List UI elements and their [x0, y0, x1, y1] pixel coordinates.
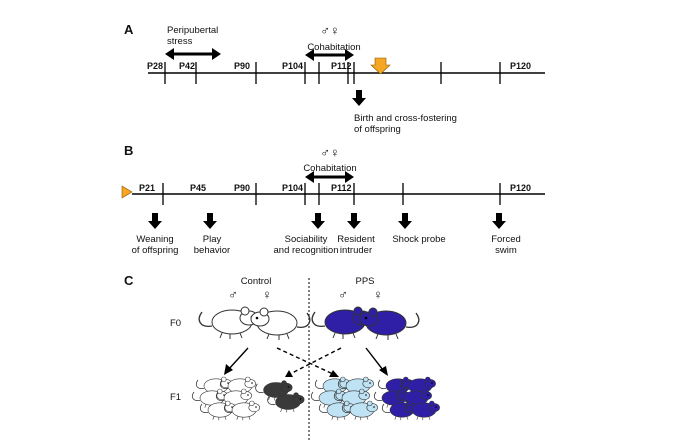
birth-label-line2: of offspring — [354, 124, 401, 135]
panel-c: C Control PPS ♂ ♀ ♂ ♀ F0 F1 — [124, 273, 440, 440]
stress-label-line2: stress — [167, 36, 193, 47]
f0-label: F0 — [170, 318, 181, 329]
event-weaning-line1: Weaning — [136, 234, 173, 245]
lineage-arrows — [224, 347, 388, 377]
f1-cross-lightblue-litter — [310, 376, 378, 421]
event-resident-line1: Resident — [337, 234, 375, 245]
tick-a-p28: P28 — [147, 61, 163, 71]
f1-control-litter — [191, 376, 260, 421]
stress-range-arrow — [165, 48, 221, 60]
f0-pps-female-mouse — [359, 307, 420, 341]
stress-label-line1: Peripubertal — [167, 25, 218, 36]
cohab-b-range-arrow — [305, 171, 354, 183]
play-arrow-icon — [203, 213, 217, 229]
pps-male-symbol: ♂ — [338, 287, 348, 302]
f1-cross-dark-litter — [255, 380, 305, 413]
panel-b: B P21 P45 P90 P104 P112 P120 ♂♀ Cohabita… — [121, 143, 545, 256]
cohab-a-symbol: ♂♀ — [320, 23, 340, 38]
panel-b-letter: B — [124, 143, 133, 158]
resident-arrow-icon — [347, 213, 361, 229]
f1-pps-litter — [373, 376, 440, 421]
event-play-line2: behavior — [194, 245, 230, 256]
timeline-a-ticks — [164, 62, 501, 84]
tick-b-p90: P90 — [234, 183, 250, 193]
event-shock-line1: Shock probe — [392, 234, 445, 245]
cohab-a-range-arrow — [305, 49, 354, 61]
tick-b-p120: P120 — [510, 183, 531, 193]
panel-c-letter: C — [124, 273, 134, 288]
tick-b-p112: P112 — [331, 183, 352, 193]
tick-a-p120: P120 — [510, 61, 531, 71]
pps-female-symbol: ♀ — [373, 287, 383, 302]
weaning-arrow-icon — [148, 213, 162, 229]
control-male-symbol: ♂ — [228, 287, 238, 302]
tick-a-p112: P112 — [331, 61, 352, 71]
event-sociability-line2: and recognition — [274, 245, 339, 256]
event-swim-line1: Forced — [491, 234, 521, 245]
birth-label-line1: Birth and cross-fostering — [354, 113, 457, 124]
orange-marker-right-icon — [121, 185, 133, 199]
timeline-b-ticks — [162, 183, 501, 205]
birth-arrow-icon — [352, 90, 366, 106]
tick-a-p104: P104 — [282, 61, 303, 71]
tick-a-p90: P90 — [234, 61, 250, 71]
event-resident-line2: intruder — [340, 245, 372, 256]
f0-control-female-mouse — [250, 307, 311, 341]
swim-arrow-icon — [492, 213, 506, 229]
cohab-a-label: Cohabitation — [307, 42, 360, 53]
orange-marker-down-icon — [370, 57, 391, 75]
pps-label: PPS — [355, 276, 374, 287]
tick-b-p104: P104 — [282, 183, 303, 193]
tick-b-p45: P45 — [190, 183, 206, 193]
f0-control-male-mouse — [198, 306, 259, 340]
f1-label: F1 — [170, 392, 181, 403]
cohab-b-label: Cohabitation — [303, 163, 356, 174]
panel-a: A P28 P42 P90 P104 P112 P120 Peripuberta… — [124, 22, 545, 135]
event-weaning-line2: of offspring — [132, 245, 179, 256]
tick-b-p21: P21 — [139, 183, 155, 193]
event-sociability-line1: Sociability — [285, 234, 328, 245]
event-play-line1: Play — [203, 234, 222, 245]
control-label: Control — [241, 276, 272, 287]
sociability-arrow-icon — [311, 213, 325, 229]
panel-a-letter: A — [124, 22, 134, 37]
event-swim-line2: swim — [495, 245, 517, 256]
control-female-symbol: ♀ — [262, 287, 272, 302]
shock-arrow-icon — [398, 213, 412, 229]
tick-a-p42: P42 — [179, 61, 195, 71]
cohab-b-symbol: ♂♀ — [320, 145, 340, 160]
